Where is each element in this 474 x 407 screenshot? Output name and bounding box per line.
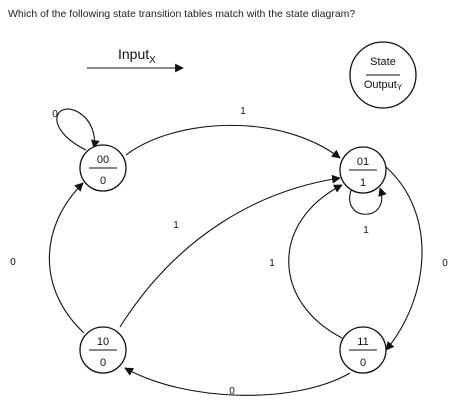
state-output-11: 0	[360, 357, 366, 369]
edge-labels: 0 1 1 0 1 0 0 1	[10, 106, 448, 397]
question-text: Which of the following state transition …	[8, 8, 356, 20]
edge-label-01-to-11: 0	[442, 258, 448, 269]
edge-label-10-to-01: 1	[173, 220, 179, 231]
state-name-11: 11	[357, 336, 368, 348]
state-node-11: 11 0	[339, 326, 387, 374]
edge-11-to-01	[288, 184, 343, 339]
state-node-10: 10 0	[79, 326, 127, 374]
edge-label-00-to-01: 1	[240, 106, 246, 117]
input-legend-subscript: X	[149, 55, 156, 66]
state-output-00: 0	[100, 175, 106, 187]
key-output-main: Output	[364, 79, 397, 91]
state-name-01: 01	[357, 156, 369, 168]
key-output-label: OutputY	[364, 79, 403, 92]
state-node-00: 00 0	[79, 144, 127, 192]
edge-10-to-01	[119, 174, 341, 328]
edge-00-self	[56, 108, 100, 151]
key-output-subscript: Y	[397, 83, 403, 92]
input-legend: InputX	[87, 46, 184, 73]
state-node-01: 01 1	[339, 146, 387, 194]
state-name-10: 10	[97, 336, 109, 348]
edge-01-self	[349, 187, 387, 215]
state-output-10: 0	[100, 357, 106, 369]
edge-11-to-10	[124, 367, 351, 396]
state-output-01: 1	[360, 177, 366, 189]
transition-edges	[48, 108, 423, 396]
edge-label-11-to-10: 0	[229, 386, 235, 397]
key-state-label: State	[370, 56, 396, 68]
edge-10-to-00	[48, 182, 85, 334]
edge-label-10-to-00: 0	[10, 257, 16, 268]
edge-label-11-to-01: 1	[269, 258, 275, 269]
edge-01-to-11	[384, 165, 423, 351]
state-name-00: 00	[97, 154, 109, 166]
edge-00-to-01	[125, 124, 341, 159]
input-legend-label: InputX	[118, 46, 156, 66]
input-legend-main: Input	[118, 46, 149, 62]
edge-label-00-self: 0	[52, 109, 58, 120]
edge-label-01-self: 1	[363, 225, 369, 236]
key-legend: State OutputY	[349, 41, 417, 109]
